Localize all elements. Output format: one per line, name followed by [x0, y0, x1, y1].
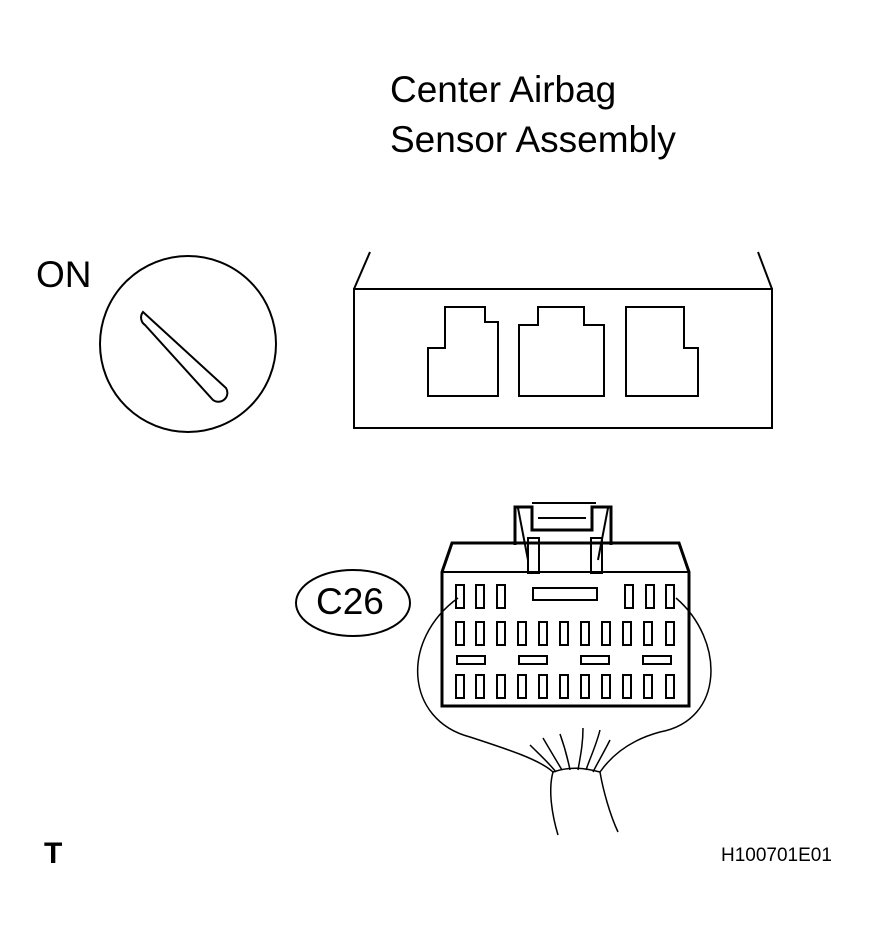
- connector-id-label: C26: [316, 581, 384, 622]
- sensor-socket-right: [625, 306, 699, 397]
- wire-harness: [416, 597, 712, 836]
- figure-code: H100701E01: [721, 845, 832, 866]
- connector-latch: [513, 505, 613, 545]
- ignition-position-label: ON: [36, 254, 92, 295]
- connector-pin-row-2: [455, 621, 675, 646]
- sensor-housing: [353, 288, 773, 429]
- ignition-switch: [99, 255, 277, 433]
- airbag-sensor-assembly: [353, 251, 773, 429]
- ignition-switch-body: [99, 255, 277, 433]
- connector-id-ellipse: [295, 569, 411, 637]
- corner-mark: T: [44, 837, 63, 870]
- component-title-line-1: Center Airbag: [390, 69, 617, 110]
- component-title-line-2: Sensor Assembly: [390, 119, 676, 160]
- connector-c26: [416, 502, 712, 836]
- connector-pin-row-3: [455, 674, 675, 699]
- sensor-socket-left: [427, 306, 499, 397]
- ignition-key-slot: [140, 310, 229, 403]
- sensor-socket-center: [518, 306, 605, 397]
- connector-keys: [456, 655, 672, 665]
- connector-pin-row-1: [455, 584, 675, 609]
